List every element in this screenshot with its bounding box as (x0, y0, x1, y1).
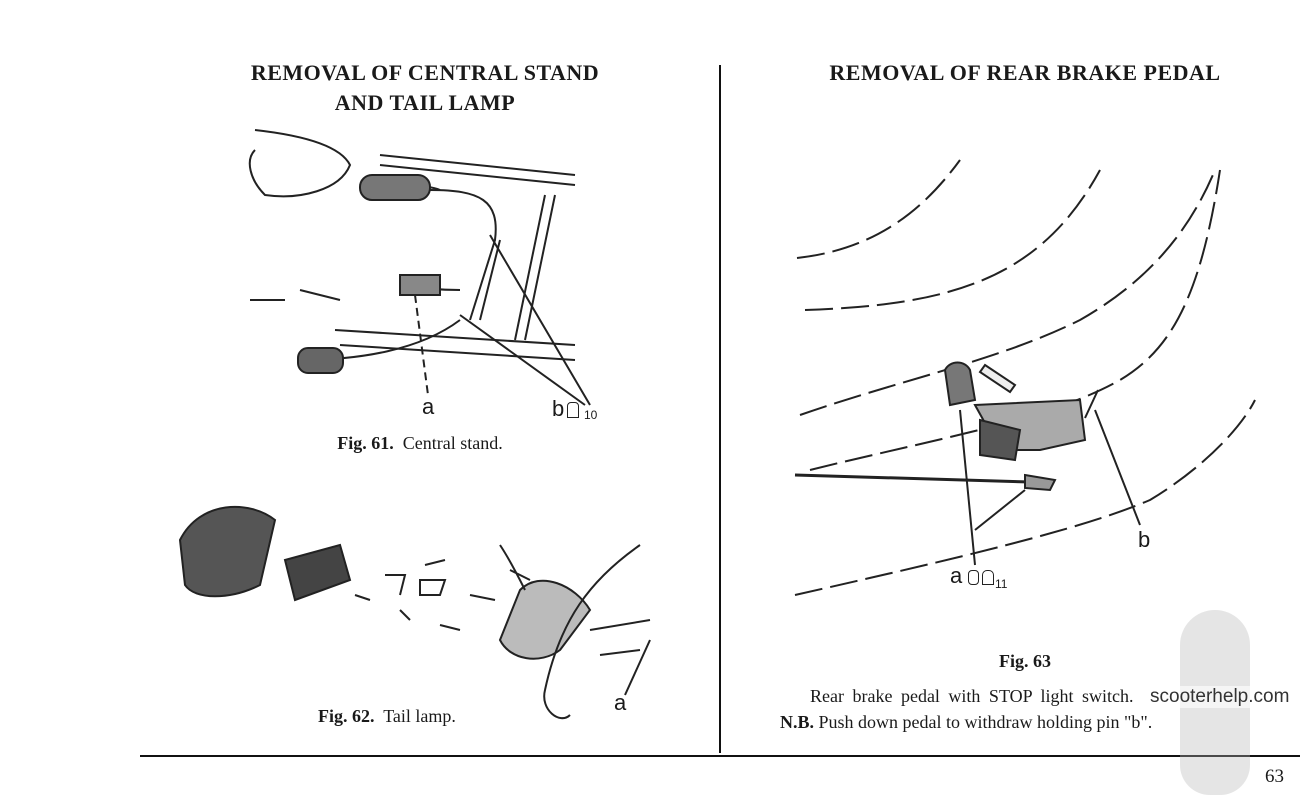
fig63-caption: Rear brake pedal with STOP light switch. (810, 686, 1134, 706)
tool-icon (982, 570, 994, 585)
fig63-number-text: Fig. 63 (999, 651, 1051, 671)
bottom-rule (140, 755, 1300, 757)
fig61-label-b: b (552, 396, 565, 421)
title-line-2: AND TAIL LAMP (334, 90, 516, 115)
nb-label: N.B. (780, 712, 815, 732)
fig62-label-a: a (614, 690, 627, 715)
tool-icon (567, 402, 579, 418)
page-number: 63 (1265, 766, 1284, 787)
fig63-number: Fig. 63 (960, 651, 1090, 672)
fig63-label-b: b (1138, 527, 1151, 552)
column-divider (719, 65, 721, 753)
right-title: REMOVAL OF REAR BRAKE PEDAL (829, 60, 1221, 85)
fig61-text: Central stand. (402, 433, 503, 453)
fig63-note: N.B. Push down pedal to withdraw holding… (780, 712, 1270, 733)
watermark-text: scooterhelp.com (1150, 686, 1290, 708)
tool-icon (968, 570, 979, 585)
fig63-label-a: a (950, 563, 963, 588)
fig62-caption: Fig. 62. Tail lamp. (318, 706, 538, 727)
nb-text: Push down pedal to withdraw holding pin … (818, 712, 1153, 732)
fig61-number: Fig. 61. (337, 433, 394, 453)
fig62-text: Tail lamp. (383, 706, 456, 726)
title-line-1: REMOVAL OF CENTRAL STAND (250, 60, 600, 85)
fig62-number: Fig. 62. (318, 706, 375, 726)
left-title: REMOVAL OF CENTRAL STAND AND TAIL LAMP (180, 58, 670, 118)
fig63-tool-number: 11 (995, 577, 1008, 591)
fig61-tool-number: 10 (584, 408, 598, 422)
fig61-caption: Fig. 61. Central stand. (300, 433, 540, 454)
fig61-label-a: a (422, 394, 435, 419)
